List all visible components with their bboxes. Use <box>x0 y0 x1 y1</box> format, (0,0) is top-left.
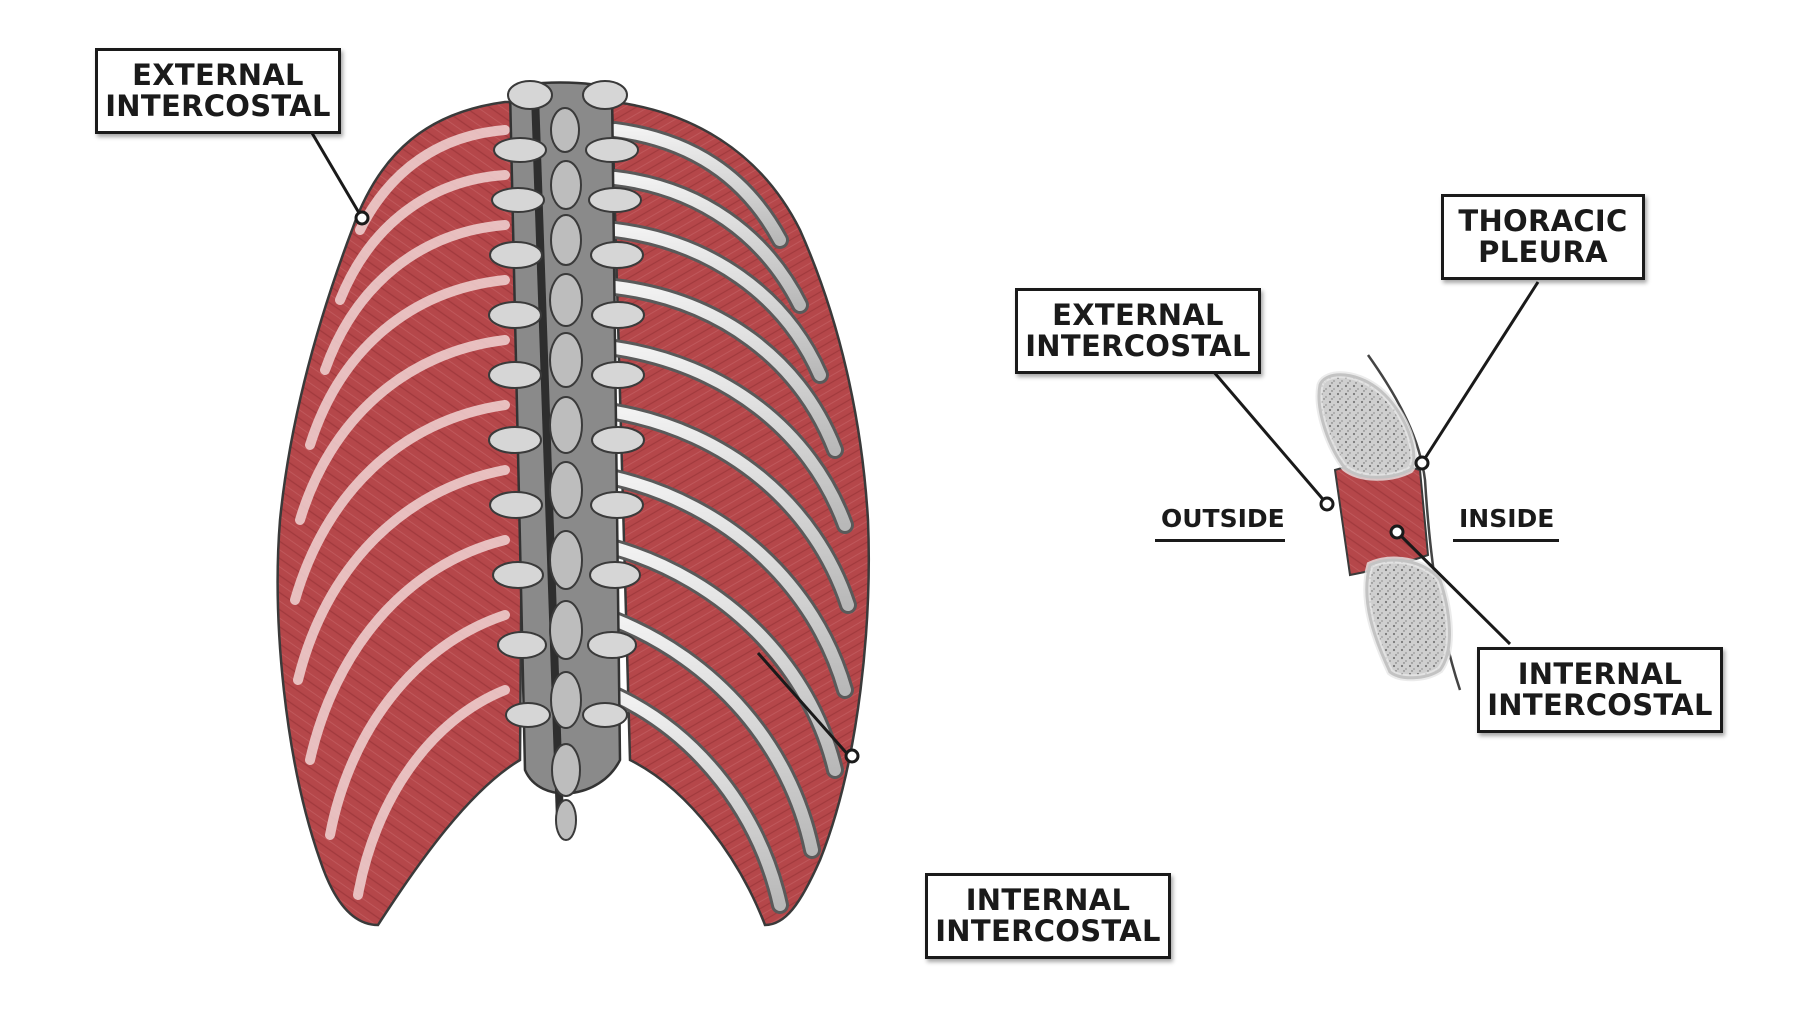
label-internal-intercostal-right: INTERNAL INTERCOSTAL <box>1477 647 1723 733</box>
rib-cage <box>276 80 870 927</box>
label-line-1: THORACIC <box>1458 204 1628 238</box>
leader-lines <box>310 132 1540 760</box>
upper-rib-section <box>1317 373 1416 479</box>
label-line-1: EXTERNAL <box>1052 298 1224 332</box>
label-line-2: INTERCOSTAL <box>935 914 1161 948</box>
label-line-1: INTERNAL <box>965 883 1131 917</box>
vertebral-column <box>488 80 645 841</box>
label-line-1: INTERNAL <box>1517 657 1683 691</box>
label-outside: OUTSIDE <box>1155 504 1285 542</box>
label-line-2: INTERCOSTAL <box>1025 329 1251 363</box>
label-thoracic-pleura: THORACIC PLEURA <box>1441 194 1645 280</box>
label-line-2: INTERCOSTAL <box>105 89 331 123</box>
label-line-1: EXTERNAL <box>132 58 304 92</box>
label-external-intercostal-right: EXTERNAL INTERCOSTAL <box>1015 288 1261 374</box>
label-external-intercostal-left: EXTERNAL INTERCOSTAL <box>95 48 341 134</box>
leader-dots <box>354 210 1430 764</box>
label-line-2: INTERCOSTAL <box>1487 688 1713 722</box>
label-internal-intercostal-left: INTERNAL INTERCOSTAL <box>925 873 1171 959</box>
left-ribs <box>290 125 510 900</box>
label-line-2: PLEURA <box>1478 235 1608 269</box>
intercostal-cross-section <box>1315 354 1462 691</box>
label-inside: INSIDE <box>1453 504 1559 542</box>
